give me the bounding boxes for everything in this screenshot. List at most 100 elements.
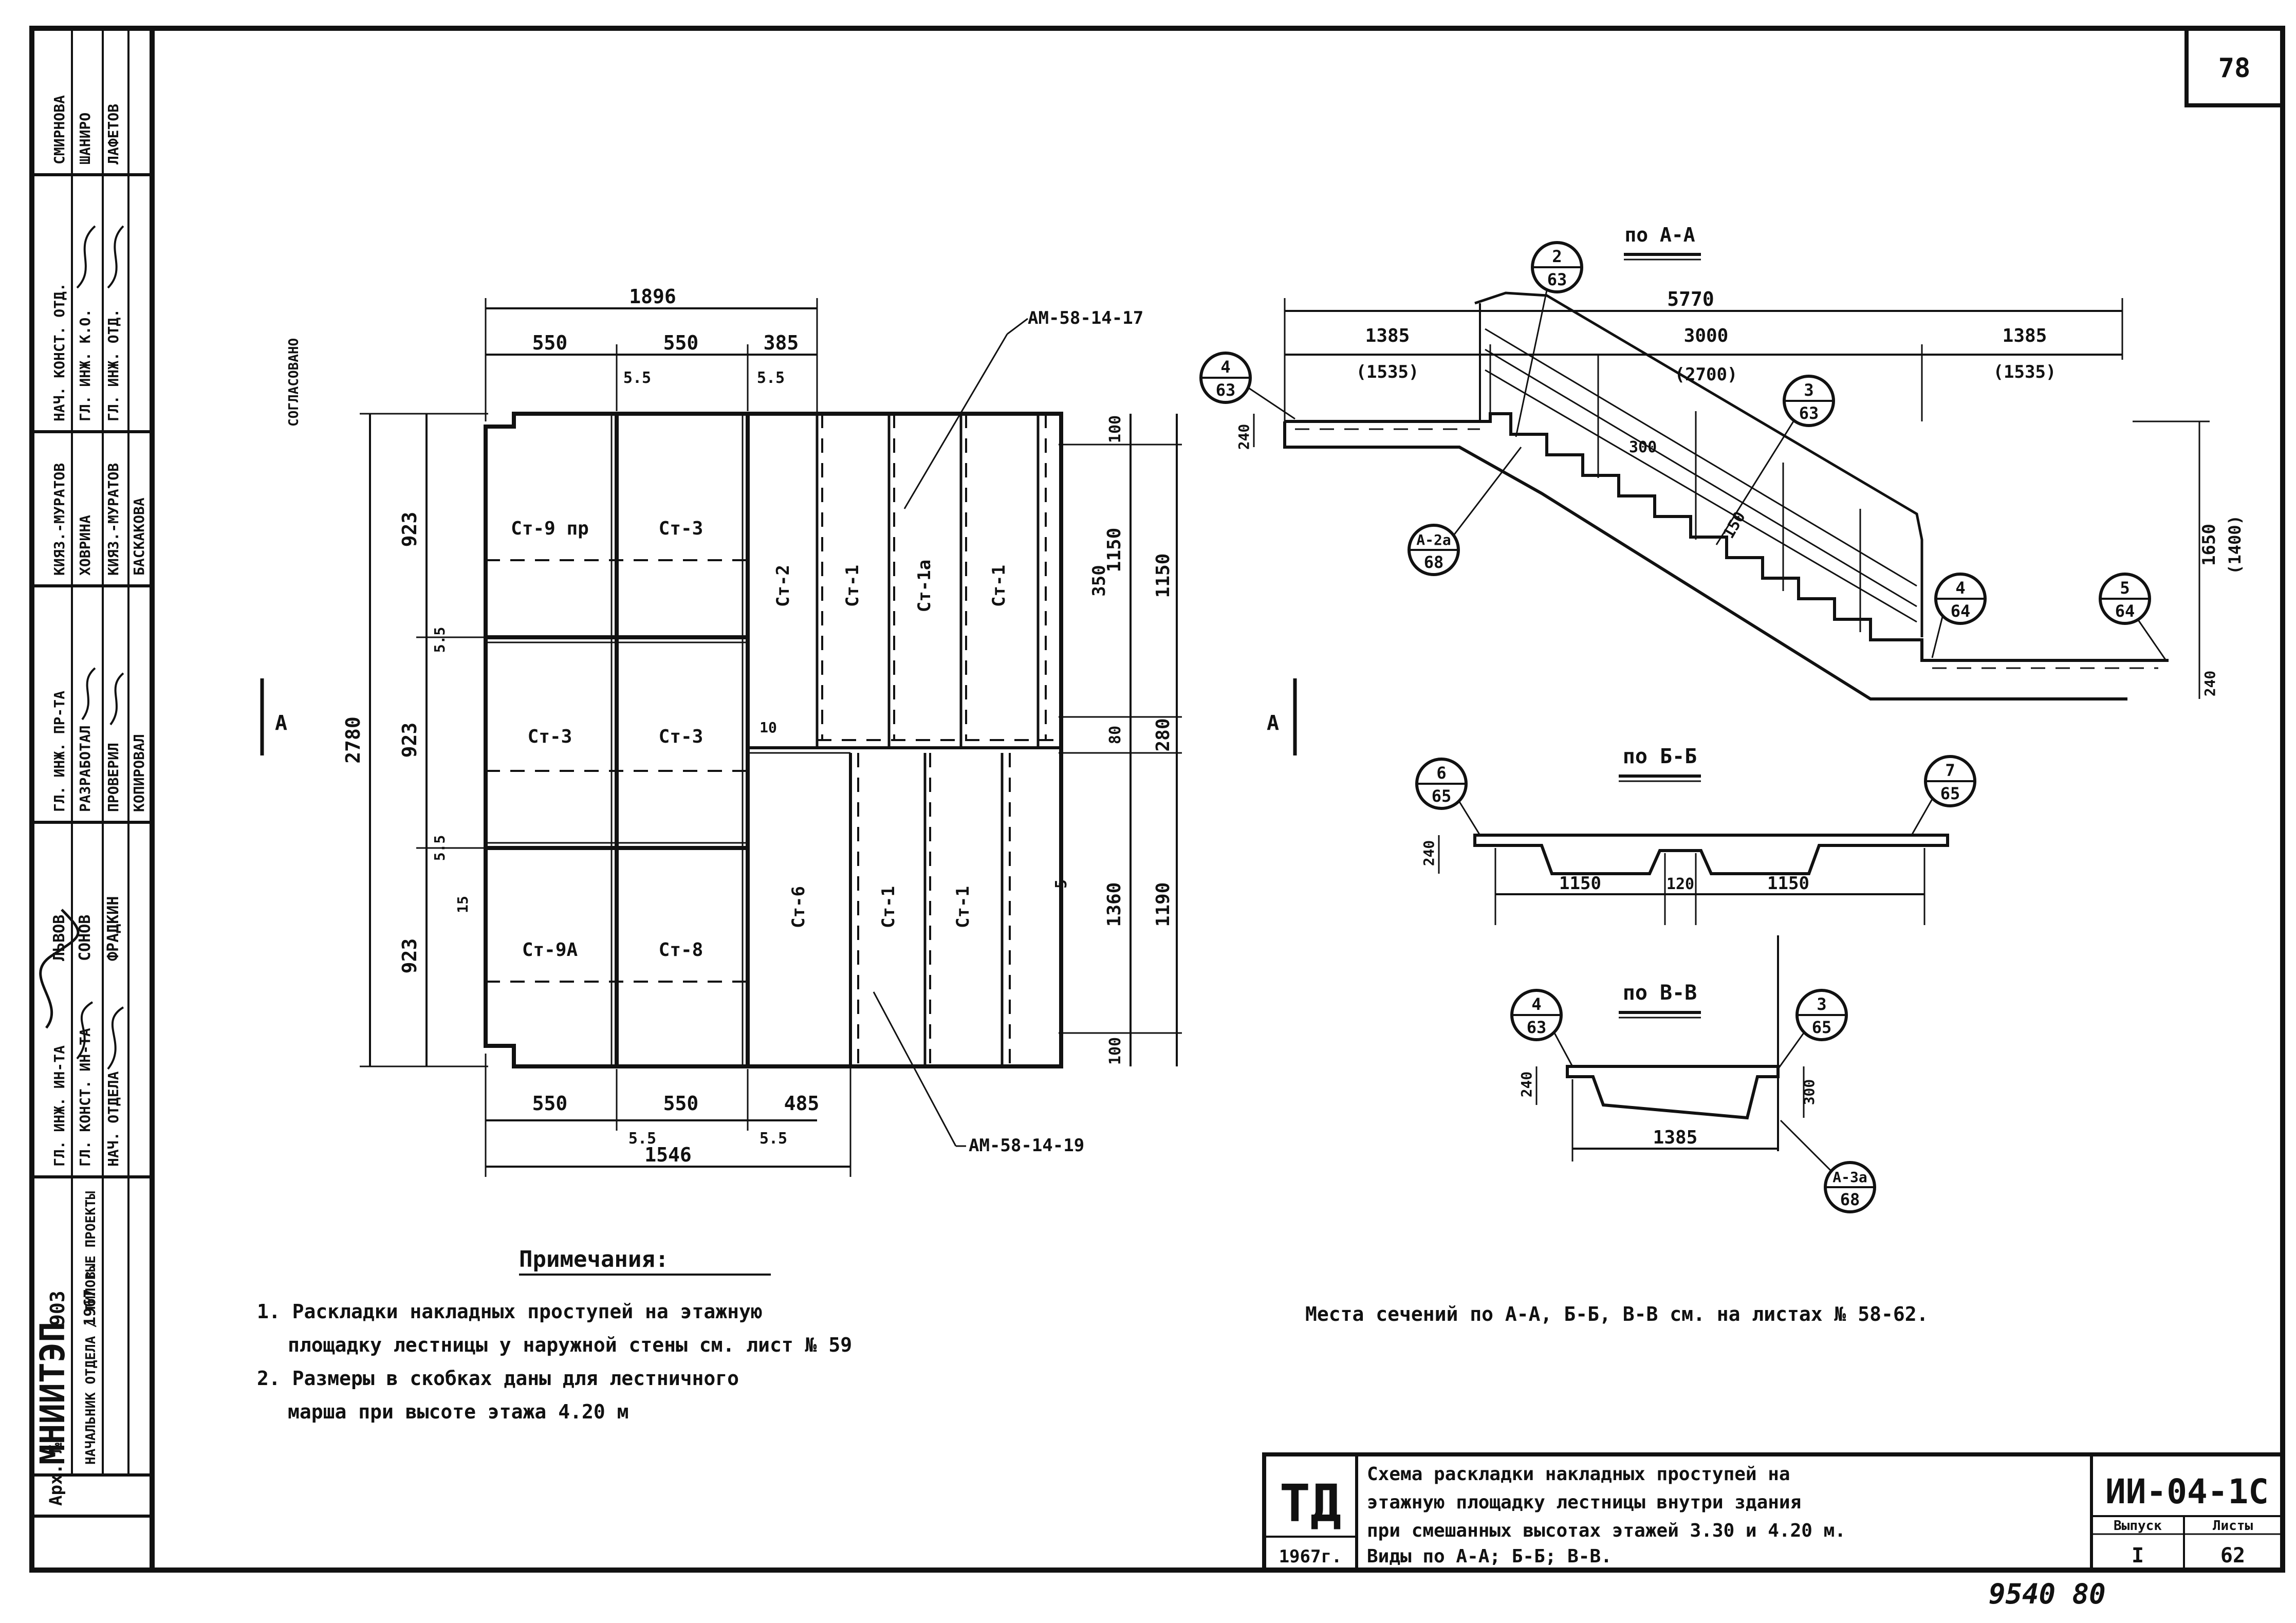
series-code: 903 [46, 1290, 69, 1326]
svg-text:65: 65 [1940, 784, 1960, 803]
block-label: Ст-3 [659, 726, 703, 747]
bb-h: 240 [1420, 840, 1437, 866]
dim-gap: 5.5 [760, 1130, 787, 1148]
note-line: марша при высоте этажа 4.20 м [288, 1400, 628, 1423]
aa-h-right: 240 [2201, 671, 2218, 697]
block-label: Ст-8 [659, 939, 703, 961]
name-4: КИЯЗ.-МУРАТОВ [105, 463, 122, 576]
dim-right-alt: 1150 [1153, 554, 1174, 598]
ref-bubble: 4 63 [1199, 352, 1295, 420]
svg-text:3: 3 [1804, 380, 1813, 400]
svg-text:64: 64 [1951, 601, 1971, 621]
svg-text:6: 6 [1436, 763, 1446, 783]
aa-height: 1650 [2199, 524, 2219, 566]
vv-profile [1566, 1065, 1780, 1120]
dim-right: 100 [1106, 1037, 1124, 1065]
name-7: ШАНИРО [77, 113, 94, 164]
dim-left: 923 [398, 938, 421, 974]
title-sheet-label: Листы [2213, 1518, 2253, 1534]
section-aa: по А-А 5770 1385 3000 1385 (1535) (2700)… [1199, 224, 2245, 700]
section-bb: по Б-Б 1150 120 1150 240 6 65 7 65 [1415, 745, 1976, 925]
role-7: КИЯЗ.-МУРАТОВ [51, 463, 68, 576]
ref-bubble: 4 64 [1931, 573, 1987, 658]
signature-mark [76, 1001, 94, 1060]
svg-text:68: 68 [1840, 1190, 1860, 1209]
svg-text:65: 65 [1812, 1018, 1832, 1037]
aa-dim: 1385 [2003, 325, 2047, 346]
panel-label: Ст-1 [878, 886, 899, 928]
aa-stair-soffit [1283, 421, 2127, 700]
svg-text:65: 65 [1432, 786, 1452, 806]
note-line: 2. Размеры в скобках даны для лестничног… [257, 1367, 739, 1390]
dim-gap: 5.5 [431, 835, 448, 861]
block-label: Ст-3 [659, 518, 703, 539]
section-vv-title: по В-В [1623, 981, 1697, 1005]
svg-text:63: 63 [1799, 403, 1819, 423]
svg-text:68: 68 [1424, 552, 1444, 572]
sheet-number: 78 [2218, 53, 2251, 84]
aa-dim-alt: (2700) [1675, 364, 1738, 385]
signature-mark [109, 672, 124, 726]
ref-bubble: 7 65 [1911, 755, 1976, 836]
signature-mark [107, 1006, 124, 1070]
section-bb-title: по Б-Б [1623, 745, 1697, 768]
sheet-number-box: 78 [2184, 26, 2285, 107]
dim-right-alt: 280 [1153, 718, 1174, 751]
dim-right-alt: 1190 [1153, 882, 1174, 927]
panel-label: Ст-1 [953, 886, 973, 928]
bb-dim: 1150 [1767, 873, 1809, 894]
title-year: 1967г. [1279, 1546, 1342, 1567]
svg-text:5: 5 [2120, 578, 2130, 598]
bb-dim: 120 [1667, 875, 1694, 893]
bb-profile [1473, 834, 1949, 875]
ref-bubble: 3 63 [1715, 375, 1835, 545]
dim-left-small: 15 [454, 896, 471, 913]
plan-outline [484, 412, 1063, 1068]
section-mark-right: А [1267, 711, 1279, 735]
svg-text:63: 63 [1216, 380, 1236, 400]
ref-bubble: 5 64 [2099, 573, 2167, 661]
dim-right: 100 [1106, 415, 1124, 443]
dim-bottom: 485 [784, 1092, 820, 1115]
role-5: ПРОВЕРИЛ [105, 743, 122, 812]
block-label: Ст-9А [522, 939, 578, 961]
svg-text:А-3а: А-3а [1832, 1169, 1867, 1186]
role-8: НАЧ. КОНСТ. ОТД. [51, 283, 68, 421]
dim-top-overall: 1896 [629, 285, 676, 308]
dim-gap: 5.5 [623, 369, 651, 387]
ref-bubble: 6 65 [1415, 758, 1481, 836]
institute-name: МНИИТЭП [33, 1322, 72, 1465]
sections-reference: Места сечений по А-А, Б-Б, В-В см. на ли… [1305, 1303, 1929, 1325]
section-mark-left: А [275, 711, 287, 735]
name-2: ФРАДКИН [104, 896, 122, 961]
callout-top: АМ-58-14-17 [1028, 308, 1143, 328]
vv-dim: 1385 [1653, 1127, 1698, 1148]
dim-top: 550 [663, 331, 699, 354]
dim-gap: 5.5 [757, 369, 785, 387]
name-5: БАСКАКОВА [131, 497, 147, 576]
svg-text:64: 64 [2115, 601, 2135, 621]
svg-text:4: 4 [1220, 357, 1230, 377]
title-desc-line: при смешанных высотах этажей 3.30 и 4.20… [1367, 1520, 1846, 1541]
role-10: ГЛ. ИНЖ. ОТД. [105, 309, 122, 421]
svg-text:4: 4 [1531, 994, 1541, 1014]
aa-stair-steps [1285, 412, 2169, 662]
department-label: НАЧАЛЬНИК ОТДЕЛА / ТИПОВЫЕ ПРОЕКТЫ [83, 1191, 99, 1465]
svg-text:2: 2 [1552, 247, 1562, 266]
svg-text:3: 3 [1817, 994, 1826, 1014]
role-6: КОПИРОВАЛ [131, 734, 147, 812]
vv-h: 240 [1518, 1072, 1535, 1098]
title-sheet: 62 [2220, 1544, 2245, 1567]
callout-bottom: АМ-58-14-19 [969, 1135, 1084, 1156]
dim-top: 385 [764, 331, 799, 354]
block-label: Ст-9 пр [511, 518, 589, 539]
dim-gap: 5.5 [628, 1130, 656, 1148]
ref-bubble: А-3а 68 [1780, 1119, 1876, 1213]
aa-dim-alt: (1535) [1993, 362, 2057, 382]
agreed-label: СОГЛАСОВАНО [286, 338, 302, 427]
ref-bubble: А-2а 68 [1408, 447, 1522, 576]
panel-label: Ст-1 [842, 565, 863, 607]
role-1: ГЛ. КОНСТ. ИН-ТА [77, 1028, 94, 1167]
year-col: 1967 г. [81, 1261, 99, 1326]
